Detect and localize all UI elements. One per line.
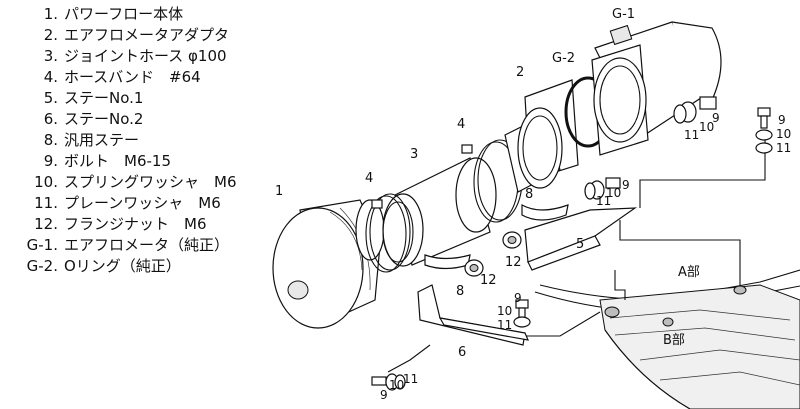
fastener-set-right <box>673 96 717 124</box>
legend-number: 6. <box>43 110 58 128</box>
legend-number: G-1. <box>26 236 58 254</box>
hose-band-front <box>365 193 411 273</box>
legend-item: 5. ステーNo.1 <box>0 87 270 109</box>
legend-item: G-2. Oリング（純正） <box>0 255 270 277</box>
legend-number: 3. <box>43 47 58 65</box>
callout-3: 3 <box>410 147 418 162</box>
legend-item: 6. ステーNo.2 <box>0 108 270 130</box>
legend-text: 汎用ステー <box>64 131 140 149</box>
legend-text: プレーンワッシャ M6 <box>64 194 221 212</box>
legend-item: 10. スプリングワッシャ M6 <box>0 171 270 193</box>
legend-number: 9. <box>43 152 58 170</box>
legend-text: ボルト M6-15 <box>64 152 171 170</box>
callout-4-front: 4 <box>365 171 373 186</box>
callout-9: 9 <box>514 291 522 305</box>
callout-6: 6 <box>458 345 466 360</box>
callout-9: 9 <box>622 178 630 192</box>
joint-hose <box>382 157 497 267</box>
fastener-set-middle <box>584 177 621 200</box>
callout-5: 5 <box>576 237 584 252</box>
callout-9: 9 <box>380 388 388 402</box>
legend-item: 12. フランジナット M6 <box>0 213 270 235</box>
legend-number: G-2. <box>26 257 58 275</box>
legend-number: 2. <box>43 26 58 44</box>
callout-g1: G-1 <box>612 7 635 22</box>
callout-4-rear: 4 <box>457 117 465 132</box>
legend-item: 4. ホースバンド #64 <box>0 66 270 88</box>
legend-number: 11. <box>34 194 58 212</box>
callout-area-a: A部 <box>678 265 700 280</box>
legend-text: パワーフロー本体 <box>64 5 184 23</box>
legend-item: 1. パワーフロー本体 <box>0 3 270 25</box>
callout-8-lower: 8 <box>456 284 464 299</box>
legend-number: 12. <box>34 215 58 233</box>
airflow-meter <box>591 21 722 156</box>
callout-10: 10 <box>776 127 791 141</box>
legend-text: フランジナット M6 <box>64 215 207 233</box>
legend-text: ジョイントホース φ100 <box>64 47 227 65</box>
legend-number: 1. <box>43 5 58 23</box>
legend-number: 8. <box>43 131 58 149</box>
callout-labels: G-1 G-2 2 4 3 4 1 8 5 12 12 8 6 9 10 11 … <box>275 7 791 402</box>
legend-number: 4. <box>43 68 58 86</box>
stay-no1 <box>524 207 638 271</box>
callout-11: 11 <box>776 141 791 155</box>
legend-number: 10. <box>34 173 58 191</box>
legend-number: 5. <box>43 89 58 107</box>
parts-legend: 1. パワーフロー本体 2. エアフロメータアダプタ 3. ジョイントホース φ100… <box>0 0 270 409</box>
fastener-set-bottom <box>371 373 406 391</box>
callout-11: 11 <box>684 128 699 142</box>
callout-g2: G-2 <box>552 51 575 66</box>
legend-item: 3. ジョイントホース φ100 <box>0 45 270 67</box>
legend-text: ホースバンド #64 <box>64 68 201 86</box>
callout-8-upper: 8 <box>525 187 533 202</box>
car-body-outline <box>534 269 800 409</box>
callout-12-lower: 12 <box>480 273 497 288</box>
fastener-set-far-right <box>755 107 773 154</box>
legend-text: エアフロメータアダプタ <box>64 26 230 44</box>
legend-text: ステーNo.2 <box>64 110 144 128</box>
fastener-set-lower <box>513 299 531 328</box>
flange-nut-lower <box>464 259 484 277</box>
legend-item: G-1. エアフロメータ（純正） <box>0 234 270 256</box>
legend-text: スプリングワッシャ M6 <box>64 173 237 191</box>
callout-11: 11 <box>497 318 512 332</box>
airflow-meter-adapter <box>504 79 579 193</box>
callout-10: 10 <box>389 378 404 392</box>
callout-10: 10 <box>606 186 621 200</box>
callout-11: 11 <box>403 372 418 386</box>
flange-nut-upper <box>502 231 522 249</box>
generic-stay-upper <box>521 203 569 221</box>
legend-item: 9. ボルト M6-15 <box>0 150 270 172</box>
legend-text: ステーNo.1 <box>64 89 144 107</box>
legend-item: 11. プレーンワッシャ M6 <box>0 192 270 214</box>
stay-no2 <box>417 284 529 346</box>
callout-11: 11 <box>596 194 611 208</box>
power-flow-filter <box>272 199 385 329</box>
legend-text: エアフロメータ（純正） <box>64 236 230 254</box>
callout-10: 10 <box>699 120 714 134</box>
callout-10: 10 <box>497 304 512 318</box>
legend-text: Oリング（純正） <box>64 257 181 275</box>
callout-area-b: B部 <box>663 333 685 348</box>
callout-1: 1 <box>275 184 283 199</box>
callout-9: 9 <box>778 113 786 127</box>
legend-item: 8. 汎用ステー <box>0 129 270 151</box>
generic-stay-lower <box>424 254 471 270</box>
legend-item: 2. エアフロメータアダプタ <box>0 24 270 46</box>
callout-2: 2 <box>516 65 524 80</box>
callout-9: 9 <box>712 111 720 125</box>
callout-12-upper: 12 <box>505 255 522 270</box>
